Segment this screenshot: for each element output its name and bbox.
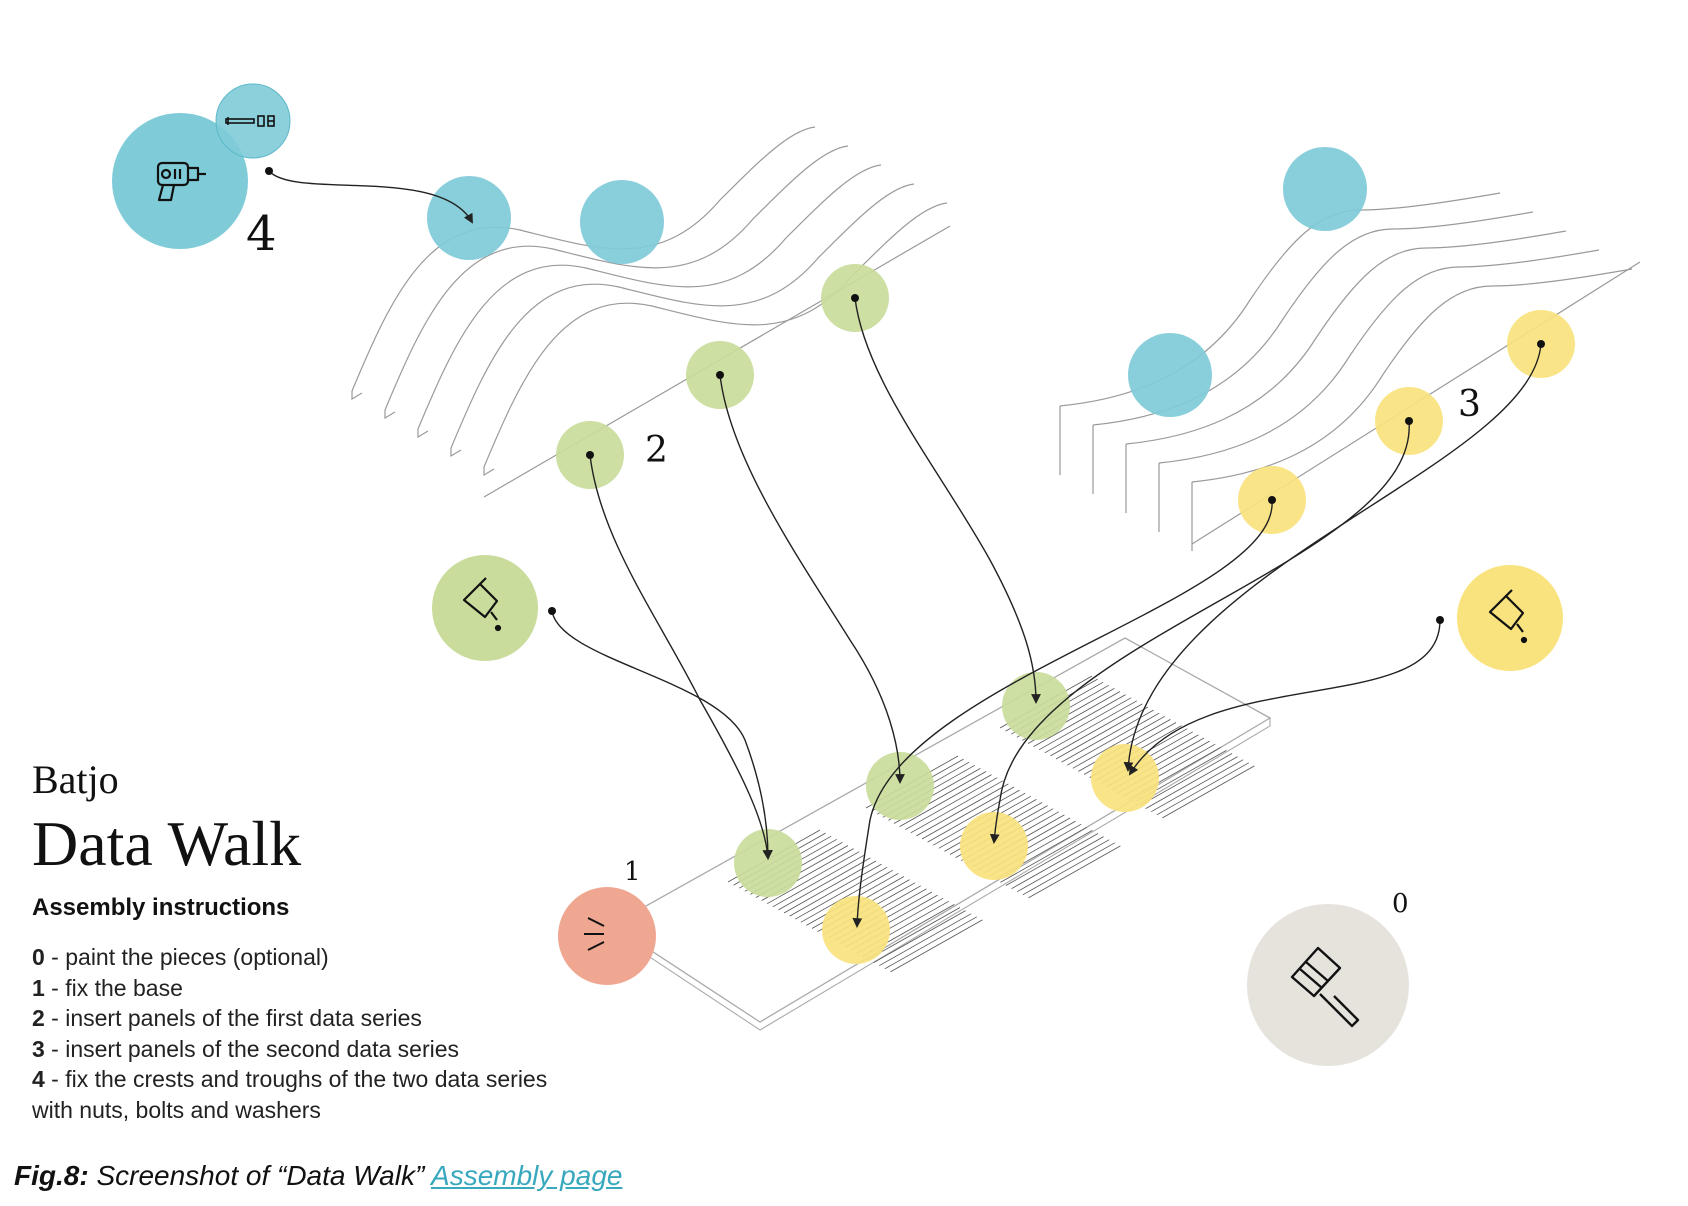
- step-label-0: 0: [1392, 889, 1409, 919]
- step-label-3: 3: [1458, 384, 1481, 425]
- joint-marker-blue: [1128, 333, 1212, 417]
- brush-badge: [1247, 904, 1409, 1066]
- step-item: 1 - fix the base: [32, 973, 592, 1004]
- step-number: 2: [32, 1005, 45, 1031]
- wave-panel-edge: [417, 429, 429, 439]
- base-plate: [610, 637, 1272, 1031]
- slot-marker-yellow: [1091, 744, 1159, 812]
- section-subtitle: Assembly instructions: [32, 894, 290, 921]
- wave-panel-edge: [351, 391, 363, 401]
- bolt-badge: [215, 83, 291, 159]
- slot-marker-green: [1002, 672, 1070, 740]
- base-marker-icon: [584, 917, 605, 951]
- joint-marker-blue: [1283, 147, 1367, 231]
- slot-marker-green: [734, 829, 802, 897]
- step-item: 2 - insert panels of the first data seri…: [32, 1003, 592, 1034]
- step-number: 0: [32, 944, 45, 970]
- caption-text: Screenshot of “Data Walk”: [88, 1160, 432, 1191]
- wave-panel: [1191, 268, 1633, 483]
- step-text: - insert panels of the first data series: [44, 1005, 422, 1031]
- paint-brush-icon: [1290, 946, 1360, 1028]
- step-4-tools: 4: [112, 83, 291, 262]
- wave-panel: [1125, 230, 1567, 445]
- brand-name: Batjo: [32, 757, 119, 802]
- connector-green-1: [589, 454, 773, 860]
- step-text: - insert panels of the second data serie…: [44, 1035, 460, 1062]
- wave-panel-edge: [450, 448, 462, 458]
- wave-panel: [384, 145, 849, 411]
- base-marker: [558, 887, 656, 985]
- drill-icon: [156, 161, 206, 202]
- wave-panel-edge: [483, 467, 495, 477]
- step-item: 4 - fix the crests and troughs of the tw…: [32, 1064, 592, 1125]
- step-list: 0 - paint the pieces (optional) 1 - fix …: [32, 942, 592, 1125]
- drill-badge: [112, 113, 248, 249]
- connector-drill: [268, 170, 473, 224]
- step-label-2: 2: [645, 430, 668, 471]
- connector-origin-dots: [265, 167, 1545, 624]
- step-number: 1: [32, 974, 45, 1001]
- wave-panel: [450, 183, 915, 449]
- connector-yellow-1: [852, 499, 1273, 928]
- yellow-paint-badge: [1457, 565, 1563, 671]
- step-text: - fix the base: [44, 974, 183, 1001]
- wave-panel-edge: [384, 410, 396, 420]
- wave-panel: [351, 126, 816, 392]
- step-label-4: 4: [246, 206, 277, 262]
- wave-panel: [1158, 249, 1600, 464]
- page-title: Data Walk: [32, 808, 302, 879]
- connector-yellow-3: [1123, 343, 1542, 772]
- yellow-panel-markers: [822, 310, 1575, 964]
- wave-panel: [417, 164, 882, 430]
- connector-green-2: [719, 374, 905, 784]
- step-text: - paint the pieces (optional): [44, 944, 329, 970]
- step-item: 0 - paint the pieces (optional): [32, 942, 592, 973]
- slot-marker-yellow: [822, 896, 890, 964]
- assembly-page-link[interactable]: Assembly page: [431, 1160, 623, 1191]
- connector-yellow-2: [989, 420, 1410, 844]
- figure-number: Fig.8:: [14, 1160, 89, 1191]
- slot-marker-green: [866, 752, 934, 820]
- connector-green-bucket: [551, 610, 773, 860]
- green-paint-badge: [432, 555, 538, 661]
- step-text: - fix the crests and troughs of the two …: [32, 1066, 548, 1123]
- legend-panel: Batjo Data Walk Assembly instructions 0 …: [32, 760, 592, 1125]
- bolt-nut-washer-icon: [225, 115, 275, 127]
- step-label-1: 1: [624, 857, 641, 887]
- joint-marker-blue: [580, 180, 664, 264]
- wave-panel: [483, 202, 948, 468]
- wave-panel: [1059, 192, 1501, 407]
- slot-marker-yellow: [960, 812, 1028, 880]
- paint-bucket-icon: [462, 577, 502, 632]
- connector-green-3: [854, 297, 1041, 704]
- figure-caption: Fig.8: Screenshot of “Data Walk” Assembl…: [14, 1160, 622, 1192]
- step-item: 3 - insert panels of the second data ser…: [32, 1034, 592, 1065]
- step-number: 3: [32, 1035, 45, 1062]
- connector-curves: [268, 170, 1542, 928]
- step-number: 4: [32, 1066, 45, 1092]
- connector-yellow-bucket: [1128, 619, 1441, 776]
- paint-bucket-icon: [1488, 589, 1528, 644]
